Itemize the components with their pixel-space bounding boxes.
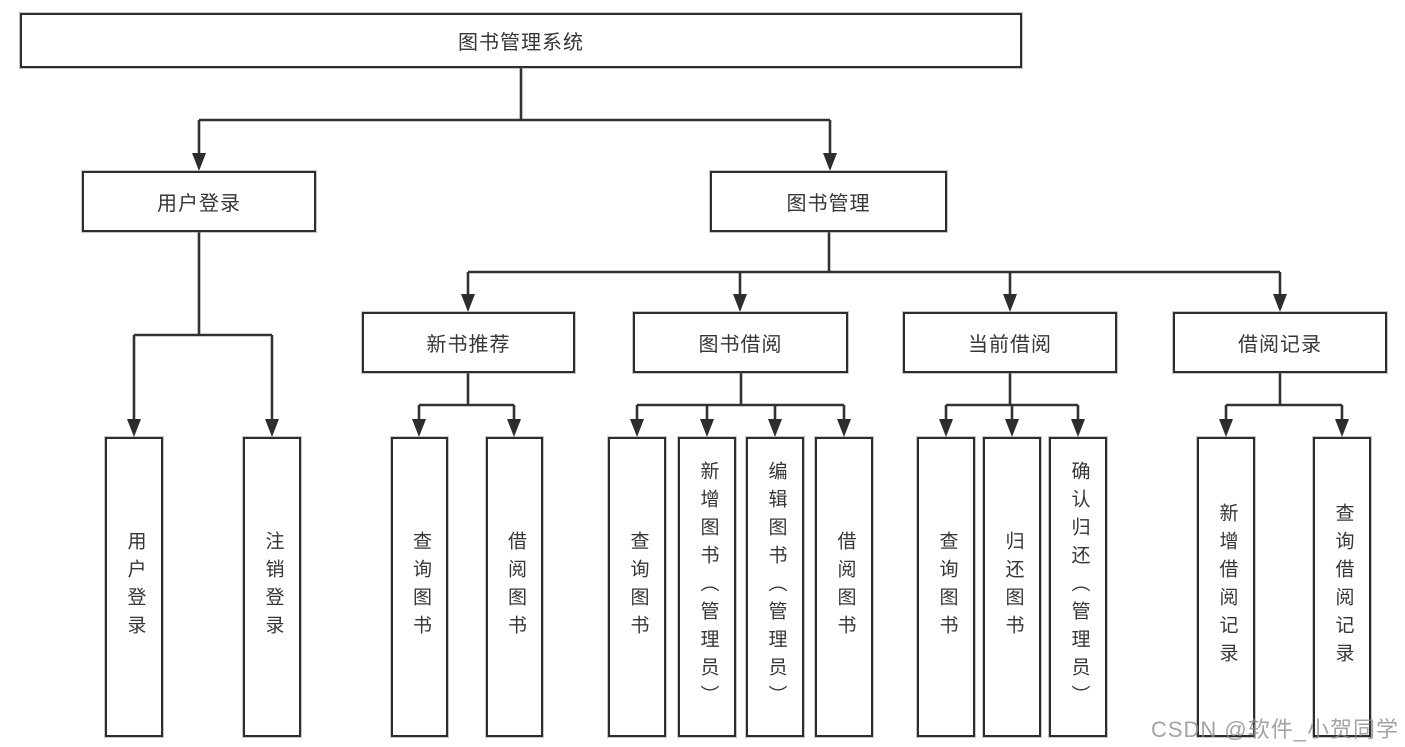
node-label: 图书借阅: [698, 334, 783, 356]
node-leaf-logout: 注销登录: [243, 437, 301, 737]
node-label: 归还图书: [1002, 531, 1024, 643]
node-leaf-query-borrow-record: 查询借阅记录: [1313, 437, 1371, 737]
node-leaf-return-book: 归还图书: [983, 437, 1041, 737]
node-current-borrowing: 当前借阅: [903, 312, 1117, 373]
node-leaf-borrow-books: 借阅图书: [486, 437, 543, 737]
node-leaf-query-books: 查询图书: [917, 437, 975, 737]
node-label: 新增图书（管理员）: [697, 461, 719, 713]
node-leaf-confirm-return-admin: 确认归还（管理员）: [1049, 437, 1107, 737]
node-label: 查询图书: [409, 531, 431, 643]
node-label: 图书管理系统: [458, 32, 584, 54]
node-label: 查询借阅记录: [1332, 503, 1354, 671]
node-label: 借阅图书: [504, 531, 526, 643]
node-label: 用户登录: [157, 193, 241, 215]
node-label: 借阅图书: [834, 531, 856, 643]
node-user-login: 用户登录: [82, 171, 316, 232]
node-label: 注销登录: [262, 531, 284, 643]
node-label: 编辑图书（管理员）: [765, 461, 787, 713]
node-label: 图书管理: [786, 193, 871, 215]
node-book-borrowing: 图书借阅: [633, 312, 848, 373]
node-label: 查询图书: [936, 531, 958, 643]
node-label: 新书推荐: [426, 334, 511, 356]
node-label: 当前借阅: [968, 334, 1052, 356]
node-book-management: 图书管理: [710, 171, 947, 232]
node-borrowing-records: 借阅记录: [1173, 312, 1387, 373]
csdn-watermark: CSDN @软件_小贺同学: [1150, 717, 1399, 742]
node-leaf-query-books: 查询图书: [391, 437, 448, 737]
node-leaf-add-book-admin: 新增图书（管理员）: [678, 437, 736, 737]
node-label: 查询图书: [627, 531, 649, 643]
node-new-book-recommendation: 新书推荐: [362, 312, 575, 373]
node-library-system-root: 图书管理系统: [20, 13, 1022, 68]
node-leaf-edit-book-admin: 编辑图书（管理员）: [746, 437, 804, 737]
node-leaf-user-login: 用户登录: [105, 437, 163, 737]
node-label: 用户登录: [124, 531, 146, 643]
node-leaf-query-books: 查询图书: [608, 437, 666, 737]
node-label: 借阅记录: [1238, 334, 1322, 356]
node-leaf-add-borrow-record: 新增借阅记录: [1197, 437, 1255, 737]
node-label: 新增借阅记录: [1216, 503, 1238, 671]
node-label: 确认归还（管理员）: [1068, 461, 1090, 713]
node-leaf-borrow-books: 借阅图书: [815, 437, 873, 737]
